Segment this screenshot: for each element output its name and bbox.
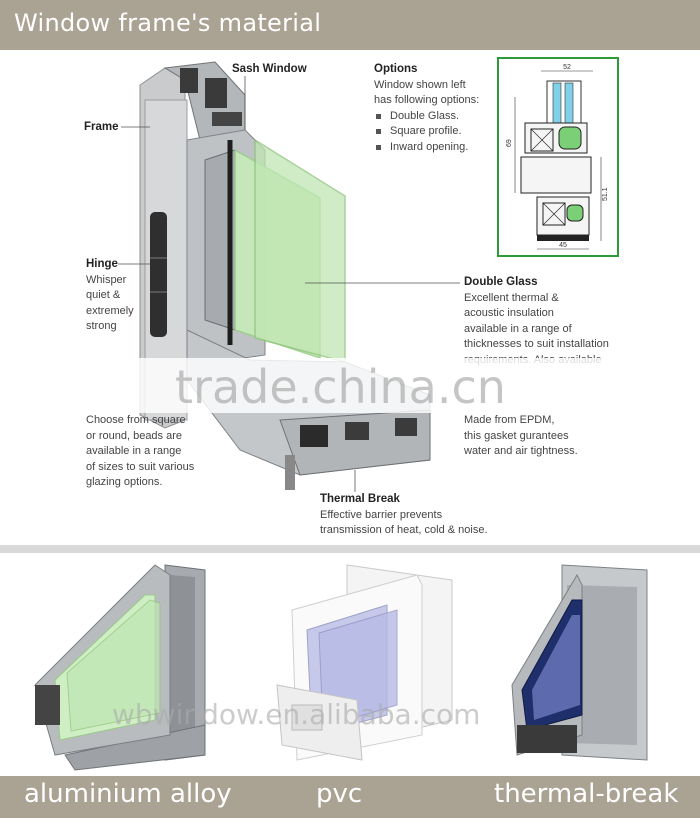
section-drawing: 52 69 51.1 45: [497, 57, 619, 257]
double-glass-label: Double Glass Excellent thermal & acousti…: [464, 275, 609, 368]
options-text-line: has following options:: [374, 94, 480, 106]
options-item: Double Glass.: [374, 109, 479, 125]
dim-label-width-top: 52: [563, 64, 571, 71]
dim-label-height-right: 51.1: [602, 187, 609, 201]
beads-label: Choose from square or round, beads are a…: [86, 413, 194, 491]
header-bar: Window frame's material: [0, 0, 700, 50]
watermark-top: trade.china.cn: [175, 360, 506, 414]
sample-aluminium-window: [34, 564, 206, 771]
gasket-text-line: this gasket gurantees: [464, 429, 569, 442]
dim-label-height-left: 69: [506, 139, 513, 147]
watermark-band: [0, 358, 700, 413]
thermal-break-title: Thermal Break: [320, 493, 400, 505]
beads-text-line: glazing options.: [86, 476, 163, 488]
caption-bar: [0, 776, 700, 818]
hinge-title: Hinge: [86, 258, 118, 270]
double-glass-text-line: Excellent thermal &: [464, 291, 559, 304]
frame-title: Frame: [84, 121, 119, 133]
section-divider: [0, 545, 700, 553]
gasket-text-line: water and air tightness.: [464, 445, 578, 457]
hinge-text-line: Whisper: [86, 273, 127, 286]
options-list: Double Glass. Square profile. Inward ope…: [374, 109, 479, 156]
gasket-label: Made from EPDM, this gasket gurantees wa…: [464, 413, 578, 460]
beads-text-line: available in a range: [86, 445, 182, 457]
double-glass-text-line: thicknesses to suit installation: [464, 338, 609, 350]
hinge-text-line: strong: [86, 320, 117, 332]
options-title: Options: [374, 63, 418, 75]
caption-pvc: pvc: [316, 779, 363, 809]
thermal-break-text-line: Effective barrier prevents: [320, 508, 443, 521]
beads-text-line: of sizes to suit various: [86, 460, 195, 473]
beads-text-line: Choose from square: [86, 414, 186, 426]
hinge-text-line: quiet &: [86, 289, 121, 301]
sample-pvc-window: [276, 564, 453, 761]
watermark-bottom: wbwindow.en.alibaba.com: [112, 698, 481, 731]
double-glass-text-line: acoustic insulation: [464, 307, 554, 319]
options-label: Options Window shown left has following …: [374, 62, 479, 155]
options-text-line: Window shown left: [374, 78, 466, 91]
double-glass-text-line: available in a range of: [464, 322, 572, 335]
hinge-text-line: extremely: [86, 304, 134, 317]
options-item: Square profile.: [374, 124, 479, 140]
glass-pane-front: [254, 138, 346, 363]
caption-thermal-break: thermal-break: [494, 779, 679, 809]
thermal-break-label: Thermal Break Effective barrier prevents…: [320, 492, 488, 539]
hinge: [150, 212, 167, 337]
sash-window-title: Sash Window: [232, 63, 307, 75]
frame-label: Frame: [84, 120, 119, 136]
hinge-label: Hinge Whisper quiet & extremely strong: [86, 257, 134, 335]
options-item: Inward opening.: [374, 140, 479, 156]
dim-label-width-bottom: 45: [559, 242, 567, 249]
caption-aluminium: aluminium alloy: [24, 779, 232, 809]
beads-text-line: or round, beads are: [86, 429, 183, 442]
page-title: Window frame's material: [14, 9, 322, 37]
gasket-text-line: Made from EPDM,: [464, 414, 555, 426]
sample-thermal-break-window: [511, 564, 648, 761]
thermal-break-text-line: transmission of heat, cold & noise.: [320, 524, 488, 536]
sash-window-label: Sash Window: [232, 62, 307, 78]
double-glass-title: Double Glass: [464, 276, 538, 288]
